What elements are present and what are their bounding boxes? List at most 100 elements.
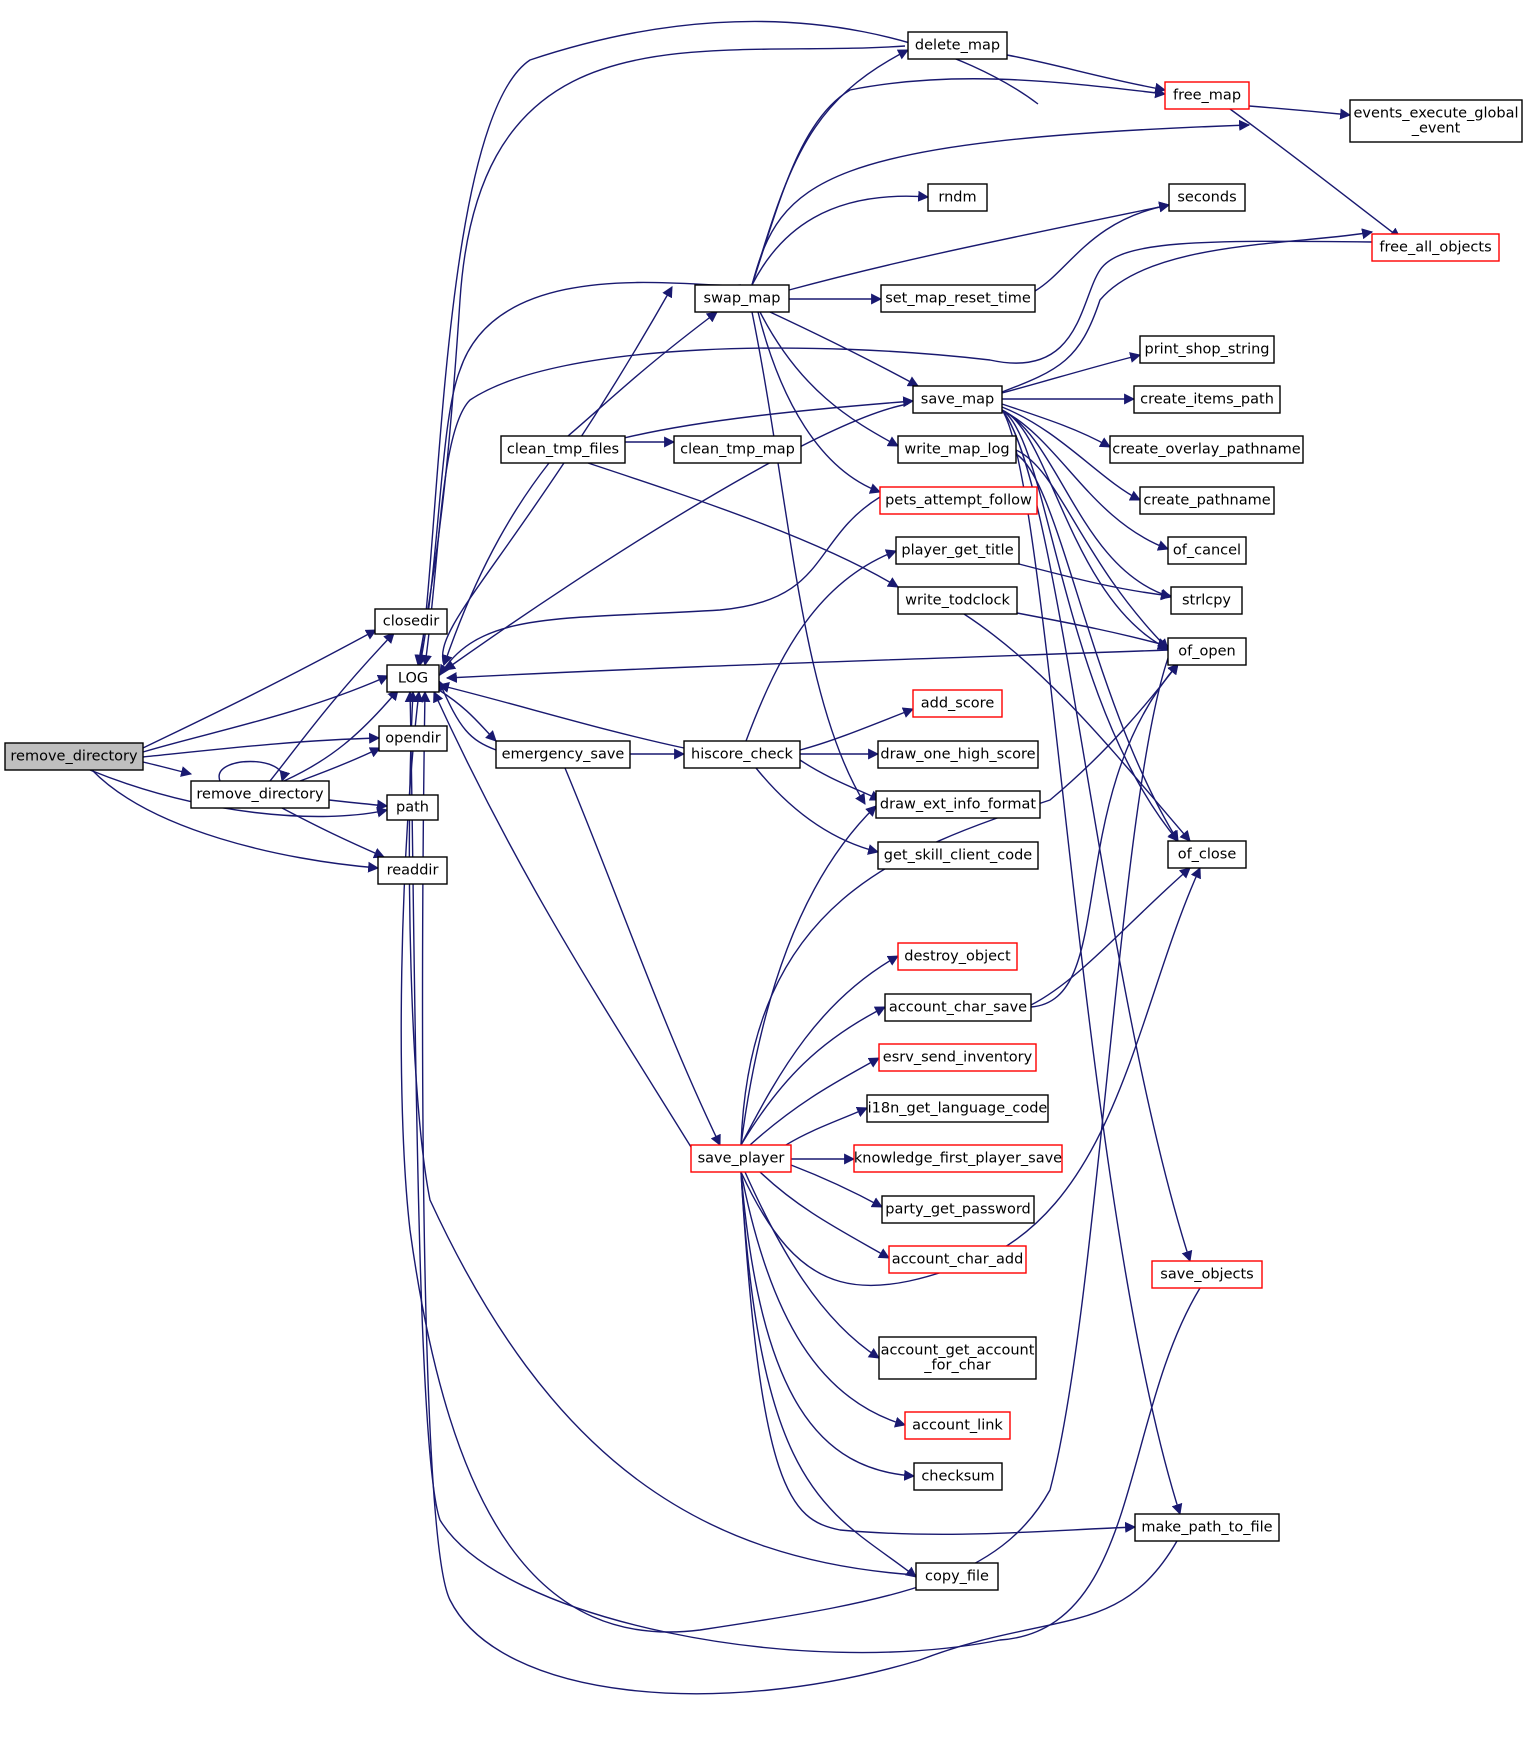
node-of-close[interactable]: of_close	[1167, 840, 1247, 869]
node-account-char-add[interactable]: account_char_add	[888, 1245, 1027, 1274]
node-box	[877, 740, 1039, 769]
call-edge	[438, 689, 497, 742]
node-checksum[interactable]: checksum	[913, 1462, 1003, 1491]
node-delete-map[interactable]: delete_map	[907, 31, 1008, 60]
node-label: destroy_object	[904, 949, 1011, 965]
node-create-pathname[interactable]: create_pathname	[1139, 486, 1275, 515]
node-box	[884, 993, 1032, 1022]
node-clean-tmp-map[interactable]: clean_tmp_map	[673, 435, 802, 464]
node-box	[1109, 435, 1304, 464]
call-edge	[407, 690, 917, 1576]
node-box	[378, 725, 448, 752]
node-label: hiscore_check	[691, 747, 793, 763]
node-account-get-account-for-char[interactable]: account_get_account_for_char	[878, 1336, 1037, 1380]
call-edge	[419, 690, 1178, 1695]
node-add-score[interactable]: add_score	[912, 689, 1003, 718]
call-edge	[442, 462, 550, 667]
node-path[interactable]: path	[386, 794, 439, 821]
call-edge	[587, 462, 899, 588]
node-draw-one-high-score[interactable]: draw_one_high_score	[877, 740, 1039, 769]
node-save-map[interactable]: save_map	[912, 385, 1003, 414]
node-write-todclock[interactable]: write_todclock	[897, 586, 1018, 615]
node-box	[904, 1411, 1011, 1440]
node-box	[1167, 637, 1247, 666]
node-knowledge-first-player-save[interactable]: knowledge_first_player_save	[853, 1144, 1063, 1173]
node-label: account_get_account	[881, 1343, 1035, 1359]
node-draw-ext-info-format[interactable]: draw_ext_info_format	[875, 790, 1041, 819]
call-edge	[1248, 105, 1352, 120]
node-create-overlay-pathname[interactable]: create_overlay_pathname	[1109, 435, 1304, 464]
node-pets-attempt-follow[interactable]: pets_attempt_follow	[879, 486, 1038, 515]
node-of-open[interactable]: of_open	[1167, 637, 1247, 666]
node-save-objects[interactable]: save_objects	[1151, 1260, 1263, 1289]
node-remove-directory-root[interactable]: remove_directory	[4, 742, 144, 771]
call-edge	[1001, 403, 1111, 448]
call-edge	[1001, 352, 1142, 394]
node-LOG[interactable]: LOG	[386, 664, 440, 693]
node-destroy-object[interactable]: destroy_object	[897, 942, 1018, 971]
node-label: free_map	[1173, 88, 1241, 104]
node-get-skill-client-code[interactable]: get_skill_client_code	[877, 841, 1039, 870]
node-box	[897, 435, 1017, 464]
node-box	[1151, 1260, 1263, 1289]
call-edge	[963, 613, 1191, 842]
node-box	[1139, 486, 1275, 515]
node-hiscore-check[interactable]: hiscore_check	[683, 740, 801, 769]
node-emergency-save[interactable]: emergency_save	[495, 740, 631, 769]
call-edge	[740, 866, 1201, 1287]
node-save-player[interactable]: save_player	[690, 1144, 792, 1173]
node-label: readdir	[387, 863, 439, 879]
call-edge	[433, 690, 692, 1148]
node-free-all-objects[interactable]: free_all_objects	[1371, 233, 1500, 262]
call-edge	[755, 767, 880, 855]
call-edge	[1001, 409, 1169, 650]
node-seconds[interactable]: seconds	[1168, 183, 1246, 212]
node-create-items-path[interactable]: create_items_path	[1133, 385, 1281, 414]
node-remove-directory[interactable]: remove_directory	[190, 780, 330, 809]
node-label: _for_char	[923, 1358, 990, 1374]
call-edge	[749, 1057, 880, 1146]
call-edge	[281, 807, 386, 859]
node-label: copy_file	[925, 1569, 989, 1585]
node-opendir[interactable]: opendir	[378, 725, 448, 752]
call-edge	[740, 1171, 916, 1481]
node-player-get-title[interactable]: player_get_title	[895, 536, 1020, 565]
call-edge	[283, 689, 399, 782]
node-label: checksum	[921, 1469, 994, 1485]
node-set-map-reset-time[interactable]: set_map_reset_time	[880, 284, 1036, 313]
call-edge	[1034, 201, 1171, 292]
node-closedir[interactable]: closedir	[374, 608, 448, 635]
node-free-map[interactable]: free_map	[1164, 81, 1250, 110]
node-rndm[interactable]: rndm	[927, 183, 988, 212]
node-party-get-password[interactable]: party_get_password	[881, 1195, 1035, 1224]
node-print-shop-string[interactable]: print_shop_string	[1139, 335, 1275, 364]
node-label: of_open	[1178, 644, 1235, 660]
node-make-path-to-file[interactable]: make_path_to_file	[1134, 1513, 1280, 1542]
node-copy-file[interactable]: copy_file	[915, 1562, 999, 1591]
call-edge	[1001, 406, 1141, 501]
node-of-cancel[interactable]: of_cancel	[1167, 536, 1247, 565]
call-edge	[745, 549, 898, 742]
node-account-link[interactable]: account_link	[904, 1411, 1011, 1440]
call-edge	[1001, 409, 1183, 1516]
call-edge	[740, 955, 899, 1146]
call-edge	[142, 732, 381, 758]
node-label: delete_map	[915, 38, 1000, 54]
node-events-execute-global-event[interactable]: events_execute_global_event	[1349, 99, 1523, 143]
call-edge	[269, 632, 395, 782]
node-swap-map[interactable]: swap_map	[694, 284, 790, 313]
node-strlcpy[interactable]: strlcpy	[1170, 586, 1243, 615]
node-clean-tmp-files[interactable]: clean_tmp_files	[500, 435, 626, 464]
node-label: get_skill_client_code	[884, 848, 1032, 864]
node-esrv-send-inventory[interactable]: esrv_send_inventory	[878, 1043, 1037, 1072]
node-label: save_map	[921, 392, 994, 408]
node-write-map-log[interactable]: write_map_log	[897, 435, 1017, 464]
node-label: of_cancel	[1173, 543, 1241, 559]
node-i18n-get-language-code[interactable]: i18n_get_language_code	[866, 1094, 1049, 1123]
node-label: clean_tmp_files	[507, 442, 619, 458]
node-account-char-save[interactable]: account_char_save	[884, 993, 1032, 1022]
node-readdir[interactable]: readdir	[377, 856, 448, 885]
node-label: player_get_title	[901, 543, 1013, 559]
node-box	[377, 856, 448, 885]
